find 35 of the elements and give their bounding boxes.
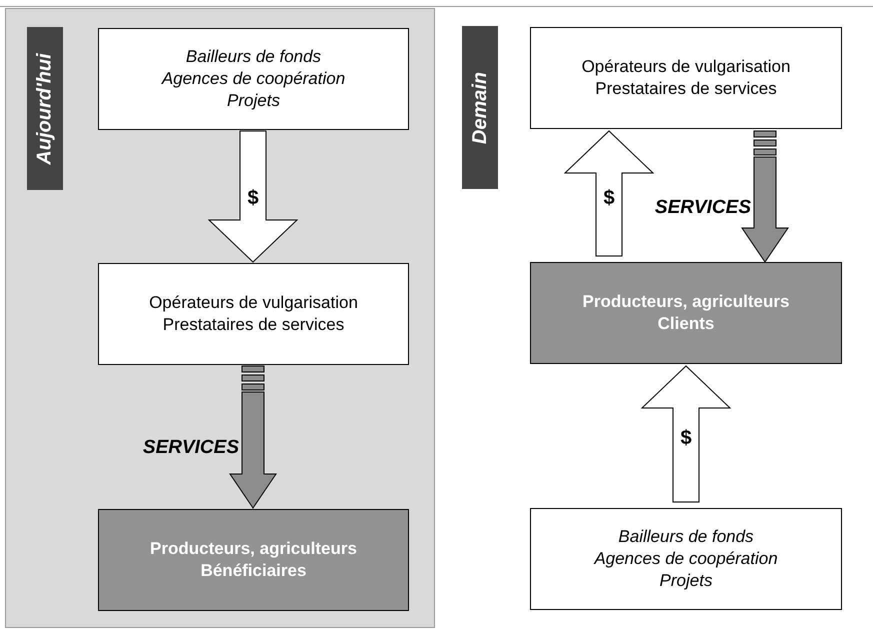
block-arrow xyxy=(229,366,277,509)
block-arrow xyxy=(640,365,732,502)
box-text: Prestataires de services xyxy=(595,78,777,100)
box-text: Producteurs, agriculteurs xyxy=(582,291,790,313)
box-text: Bailleurs de fonds xyxy=(186,46,322,68)
process-box xyxy=(98,509,409,611)
box-text: Producteurs, agriculteurs xyxy=(150,538,357,560)
edge-label: SERVICES xyxy=(142,436,239,460)
box-text: Opérateurs de vulgarisation xyxy=(582,56,790,78)
edge-label: $ xyxy=(603,186,615,210)
process-box xyxy=(530,262,842,364)
section-tag xyxy=(27,27,63,190)
process-box xyxy=(530,508,842,610)
box-text: Projets xyxy=(227,90,280,112)
edge-label: $ xyxy=(247,186,259,210)
box-text: Agences de coopération xyxy=(594,548,778,570)
process-box xyxy=(98,263,409,365)
panel-background xyxy=(5,8,435,628)
block-arrow xyxy=(741,130,789,263)
section-title: Aujourd'hui xyxy=(33,52,57,164)
process-box xyxy=(530,27,842,129)
section-title: Demain xyxy=(468,71,492,144)
box-text: Agences de coopération xyxy=(162,68,346,90)
block-arrow xyxy=(208,130,298,263)
box-text: Clients xyxy=(658,313,714,335)
box-text: Projets xyxy=(660,570,712,592)
box-text: Bénéficiaires xyxy=(200,560,306,582)
block-arrow xyxy=(564,130,654,256)
section-tag xyxy=(462,26,498,189)
box-text: Prestataires de services xyxy=(162,314,344,336)
edge-label: $ xyxy=(680,426,692,451)
edge-label: SERVICES xyxy=(654,195,751,220)
box-text: Bailleurs de fonds xyxy=(618,526,754,548)
box-text: Opérateurs de vulgarisation xyxy=(149,292,358,314)
process-box xyxy=(98,28,409,130)
